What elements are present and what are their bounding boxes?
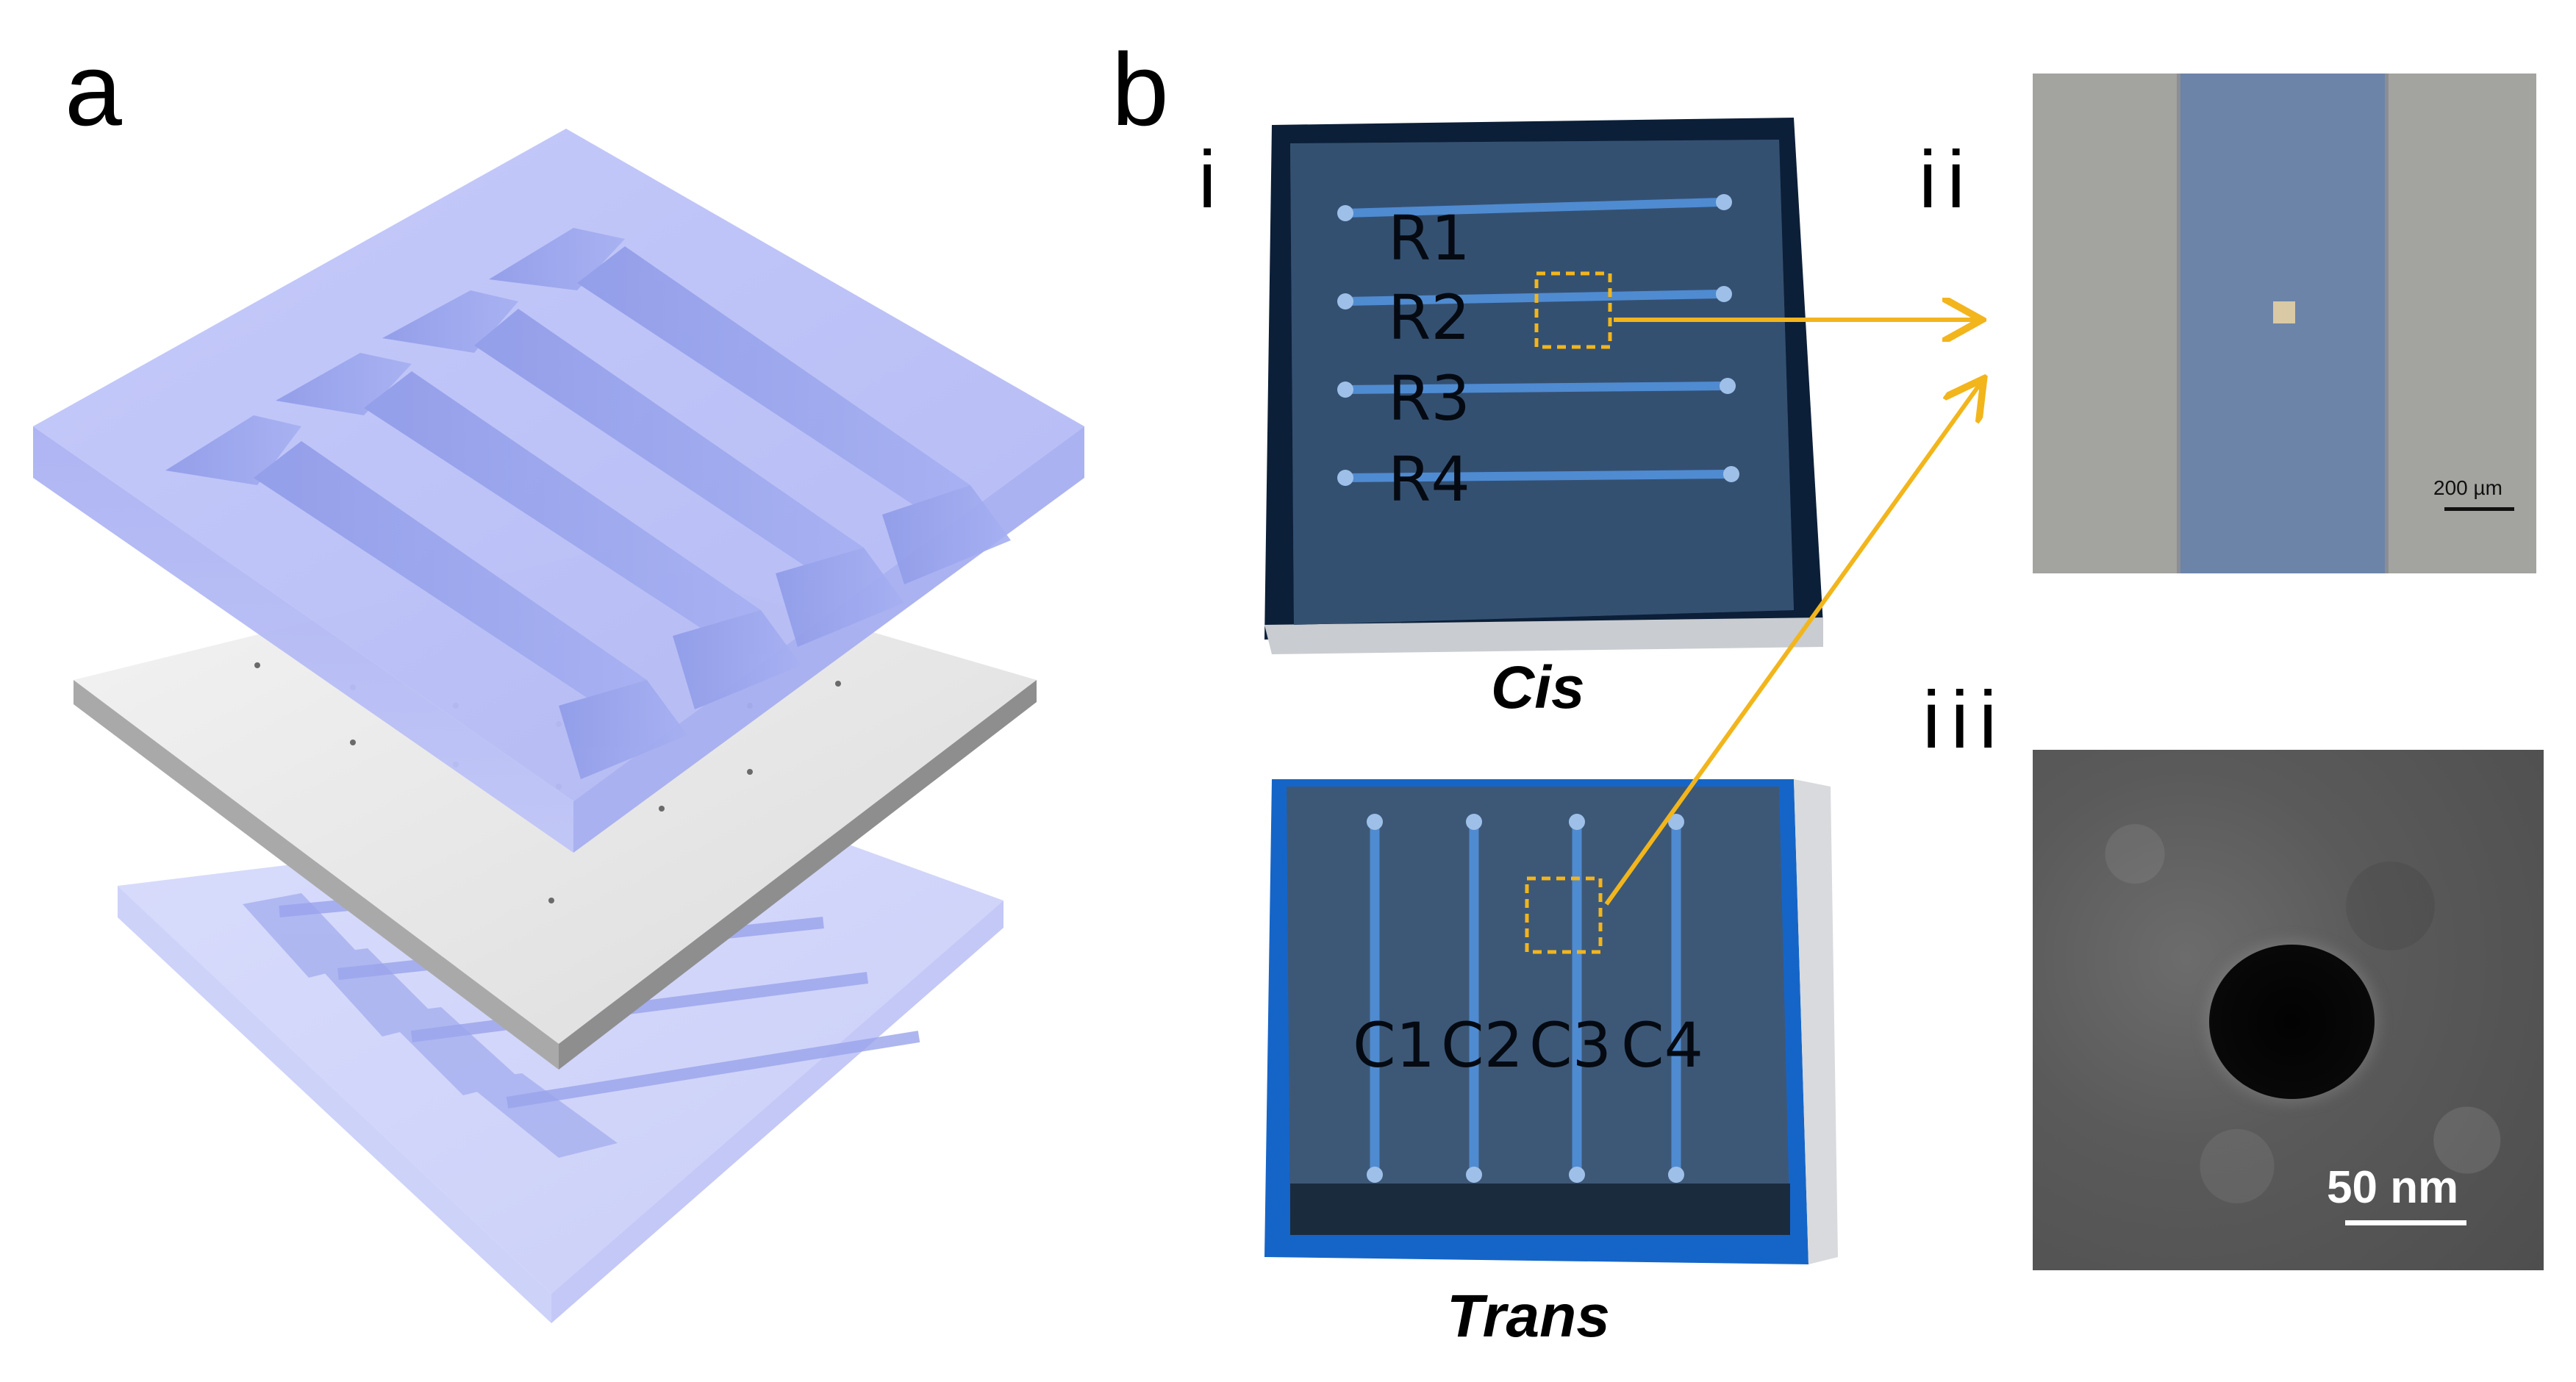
cis-row-label-4: R4 <box>1388 443 1470 515</box>
panel-b-label: b <box>1112 32 1169 147</box>
panel-b-i-label: i <box>1198 135 1227 225</box>
trans-column-label-4: C4 <box>1621 1009 1704 1081</box>
top-channels <box>165 228 1011 779</box>
sem-scale-bar <box>2345 1220 2466 1225</box>
top-pdms-layer <box>33 129 1084 853</box>
sem-image: 50 nm <box>2033 750 2544 1270</box>
cis-row-label-2: R2 <box>1388 282 1470 354</box>
cis-row-label-3: R3 <box>1388 362 1470 434</box>
nanopore <box>2209 945 2375 1099</box>
panel-b-ii-label: ii <box>1919 135 1975 225</box>
trans-column-label-3: C3 <box>1529 1009 1612 1081</box>
cis-caption: Cis <box>1491 654 1585 721</box>
optical-micrograph: 200 µm <box>2033 74 2536 573</box>
trans-caption: Trans <box>1447 1283 1610 1350</box>
trans-highlight-box <box>1525 876 1603 954</box>
optical-edge-right <box>2385 74 2389 573</box>
optical-channel <box>2180 74 2386 573</box>
trans-column-label-2: C2 <box>1441 1009 1524 1081</box>
cis-chip-photo <box>1264 118 1823 654</box>
optical-scale-label: 200 µm <box>2433 476 2502 499</box>
trans-column-label-1: C1 <box>1353 1009 1436 1081</box>
trans-chip-photo <box>1264 779 1838 1264</box>
sem-scale-label: 50 nm <box>2327 1162 2459 1213</box>
panel-b-iii-label: iii <box>1922 675 2008 765</box>
optical-scale-bar <box>2444 507 2514 511</box>
trans-arrow <box>1604 382 1981 906</box>
optical-edge-left <box>2177 74 2180 573</box>
cis-highlight-box <box>1534 271 1612 349</box>
membrane-window <box>2273 301 2295 323</box>
cis-row-label-1: R1 <box>1388 202 1470 274</box>
panel-a-label: a <box>65 32 122 147</box>
